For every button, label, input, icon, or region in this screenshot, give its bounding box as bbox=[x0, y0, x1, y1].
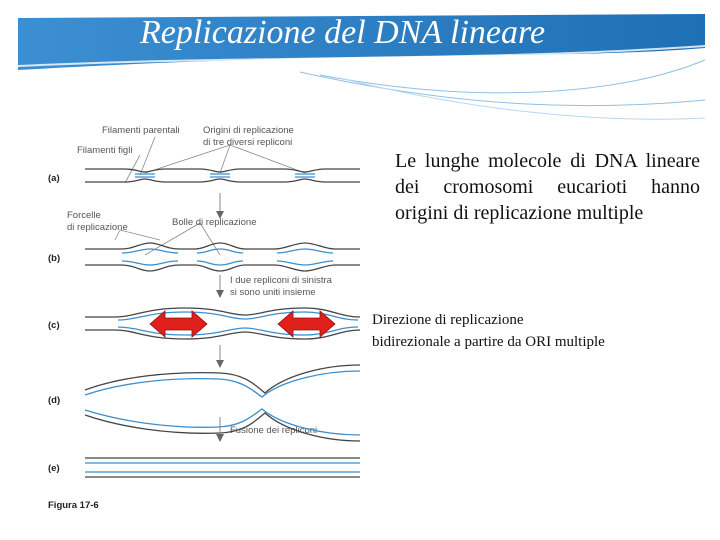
panel-label-d: (d) bbox=[48, 395, 60, 406]
note-line-2: bidirezionale a partire da ORI multiple bbox=[372, 332, 672, 354]
panel-label-b: (b) bbox=[48, 253, 60, 264]
panel-b-strands bbox=[85, 243, 360, 271]
panel-d-strands bbox=[85, 365, 360, 441]
label-forks-2: di replicazione bbox=[67, 222, 128, 233]
figure-caption: Figura 17-6 bbox=[48, 500, 99, 511]
panel-label-a: (a) bbox=[48, 173, 60, 184]
replication-note: Direzione di replicazione bidirezionale … bbox=[372, 310, 672, 354]
panel-e-strands bbox=[85, 458, 360, 477]
label-bubbles: Bolle di replicazione bbox=[172, 217, 257, 228]
label-origins-2: di tre diversi repliconi bbox=[203, 137, 292, 148]
label-joined-2: si sono uniti insieme bbox=[230, 287, 316, 298]
label-origins-1: Origini di replicazione bbox=[203, 125, 294, 136]
note-line-1: Direzione di replicazione bbox=[372, 310, 672, 332]
slide-description: Le lunghe molecole di DNA lineare dei cr… bbox=[395, 148, 700, 226]
panel-label-c: (c) bbox=[48, 320, 60, 331]
label-daughter: Filamenti figli bbox=[77, 145, 132, 156]
slide-title: Replicazione del DNA lineare bbox=[140, 14, 545, 52]
dna-replication-figure: Filamenti parentali Origini di replicazi… bbox=[40, 115, 370, 520]
label-parental: Filamenti parentali bbox=[102, 125, 180, 136]
label-forks-1: Forcelle bbox=[67, 210, 101, 221]
label-fusion: Fusione dei repliconi bbox=[230, 425, 317, 436]
panel-label-e: (e) bbox=[48, 463, 60, 474]
label-joined-1: I due repliconi di sinistra bbox=[230, 275, 333, 286]
